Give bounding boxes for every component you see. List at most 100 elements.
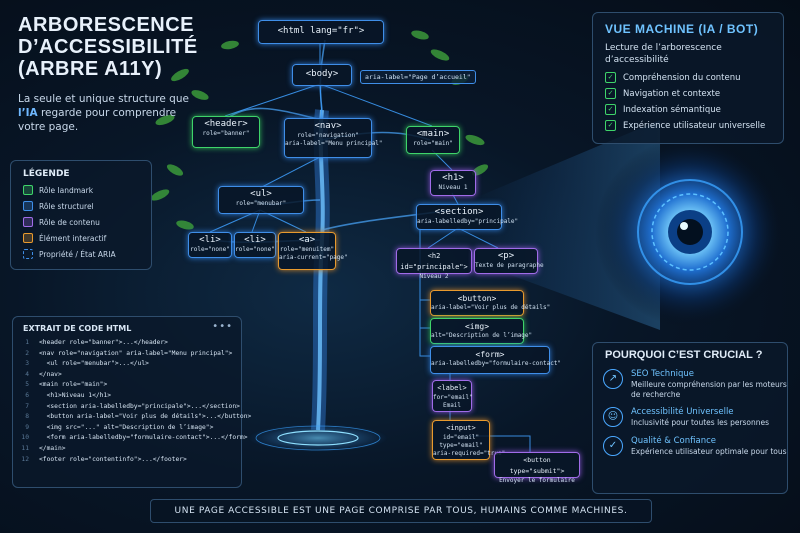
node-body: <body>	[292, 64, 352, 86]
check-icon: ✓	[605, 120, 616, 131]
legend-title: LÉGENDE	[23, 169, 70, 179]
node-attr: Niveau 2	[419, 273, 449, 280]
why-item-head: SEO Technique	[631, 369, 694, 379]
code-line: 8 <button aria-label="Voir plus de détai…	[13, 412, 251, 423]
line-number: 4	[25, 370, 29, 378]
chart-icon: ↗	[603, 369, 623, 389]
machine-eye-icon	[595, 137, 785, 327]
more-options-icon[interactable]: •••	[212, 321, 233, 332]
node-attr: role="menubar"	[235, 200, 287, 207]
node-header: <header> role="banner"	[192, 116, 260, 148]
legend-panel: LÉGENDE Rôle landmark Rôle structurel Rô…	[10, 160, 152, 270]
node-tag: <h1>	[442, 173, 464, 183]
node-attr: Envoyer le formulaire	[499, 477, 575, 484]
node-label: <label> for="email" Email	[432, 380, 473, 412]
code-line: 12<footer role="contentinfo">...</footer…	[13, 455, 241, 466]
line-number: 7	[25, 402, 29, 410]
machine-view-item-label: Indexation sémantique	[623, 104, 721, 115]
code-line: 3 <ul role="menubar">...</ul>	[13, 359, 241, 370]
node-tag: <ul>	[250, 189, 272, 199]
machine-view-item-label: Expérience utilisateur universelle	[623, 120, 766, 131]
structural-swatch-icon	[23, 201, 33, 211]
node-attr: aria-labelledby="principale"	[417, 218, 519, 225]
legend-item-landmark: Rôle landmark	[23, 185, 151, 195]
machine-view-title: VUE MACHINE (IA / BOT)	[605, 22, 759, 36]
node-attr: role="none"	[190, 246, 230, 253]
code-text: <form aria-labelledby="formulaire-contac…	[39, 434, 248, 442]
line-number: 8	[25, 413, 29, 421]
code-block: 1 <header role="banner">...</header> 2<na…	[13, 338, 251, 466]
why-item-desc: Expérience utilisateur optimale pour tou…	[631, 446, 787, 456]
code-text: </main>	[39, 444, 66, 452]
why-title: POURQUOI C’EST CRUCIAL ?	[605, 349, 763, 361]
subtitle-ia-highlight: l’IA	[18, 107, 38, 119]
code-text: <h1>Niveau 1</h1>	[39, 391, 112, 399]
why-item-desc: Inclusivité pour toutes les personnes	[631, 418, 770, 427]
node-ul: <ul> role="menubar"	[218, 186, 304, 214]
why-item-desc: Meilleure compréhension par les moteurs …	[631, 380, 787, 399]
check-icon: ✓	[605, 88, 616, 99]
machine-view-item: ✓Navigation et contexte	[605, 88, 783, 99]
node-tag: <label>	[437, 384, 467, 392]
legend-item-structural: Rôle structurel	[23, 201, 151, 211]
node-tag: <html lang="fr">	[277, 26, 365, 36]
legend-item-label: Rôle landmark	[39, 185, 94, 195]
code-line: 6 <h1>Niveau 1</h1>	[13, 391, 241, 402]
node-li-2: <li> role="none"	[234, 232, 276, 258]
node-attr: role="none"	[235, 246, 275, 253]
node-nav: <nav> role="navigation" aria-label="Menu…	[284, 118, 383, 158]
node-attr: id="email" type="email" aria-required="t…	[433, 434, 506, 457]
node-a: <a> role="menuitem" aria-current="page"	[278, 232, 348, 270]
legend-item-label: Rôle structurel	[39, 201, 94, 211]
machine-view-subtitle: Lecture de l’arborescence d’accessibilit…	[605, 43, 722, 65]
node-tag: <img>	[464, 322, 490, 331]
node-html: <html lang="fr">	[258, 20, 384, 44]
code-line: 5<main role="main">	[13, 380, 241, 391]
node-img: <img> alt="Description de l’image"	[430, 318, 533, 344]
node-tag: <li>	[244, 235, 266, 245]
code-text: <img src="..." alt="Description de l’ima…	[39, 423, 214, 431]
node-input: <input> id="email" type="email" aria-req…	[432, 420, 506, 460]
node-section: <section> aria-labelledby="principale"	[416, 204, 519, 230]
code-line: 10 <form aria-labelledby="formulaire-con…	[13, 433, 247, 444]
line-number: 1	[25, 339, 29, 346]
node-tag: <li>	[199, 235, 221, 245]
node-h2: <h2 id="principale"> Niveau 2	[396, 248, 472, 280]
legend-item-aria: Propriété / État ARIA	[23, 249, 151, 259]
landmark-swatch-icon	[23, 185, 33, 195]
line-number: 12	[21, 455, 29, 463]
node-button: <button> aria-label="Voir plus de détail…	[430, 290, 550, 316]
code-text: <main role="main">	[39, 381, 108, 389]
machine-view-item-label: Compréhension du contenu	[623, 72, 741, 83]
node-tag: <main>	[416, 129, 450, 139]
node-tag: <button>	[457, 294, 497, 303]
node-tag: <a>	[298, 235, 316, 245]
node-attr: Niveau 1	[438, 184, 468, 191]
subtitle-text-pre: La seule et unique structure que	[18, 93, 189, 105]
legend-item-label: Propriété / État ARIA	[39, 249, 116, 259]
code-text: <button aria-label="Voir plus de détails…	[39, 413, 252, 421]
legend-item-label: Élément interactif	[39, 233, 107, 243]
line-number: 10	[21, 434, 29, 442]
person-icon: ☺	[603, 407, 623, 427]
legend-item-label: Rôle de contenu	[39, 217, 100, 227]
line-number: 2	[25, 349, 29, 357]
code-line: 9 <img src="..." alt="Description de l’i…	[13, 423, 241, 434]
node-tag: <h2 id="principale">	[400, 252, 468, 271]
code-line: 2<nav role="navigation" aria-label="Menu…	[13, 349, 241, 360]
why-item-head: Qualité & Confiance	[631, 435, 716, 446]
machine-view-item: ✓Compréhension du contenu	[605, 72, 783, 83]
node-li-1: <li> role="none"	[188, 232, 232, 258]
code-text: <header role="banner">...</header>	[39, 339, 168, 346]
content-swatch-icon	[23, 217, 33, 227]
node-h1: <h1> Niveau 1	[430, 170, 476, 196]
legend-item-content: Rôle de contenu	[23, 217, 151, 227]
code-line: 11 </main>	[13, 444, 241, 455]
aria-swatch-icon	[23, 249, 33, 259]
machine-view-item: ✓Indexation sémantique	[605, 104, 783, 115]
line-number: 11	[21, 444, 29, 452]
node-attr: alt="Description de l’image"	[431, 332, 533, 339]
